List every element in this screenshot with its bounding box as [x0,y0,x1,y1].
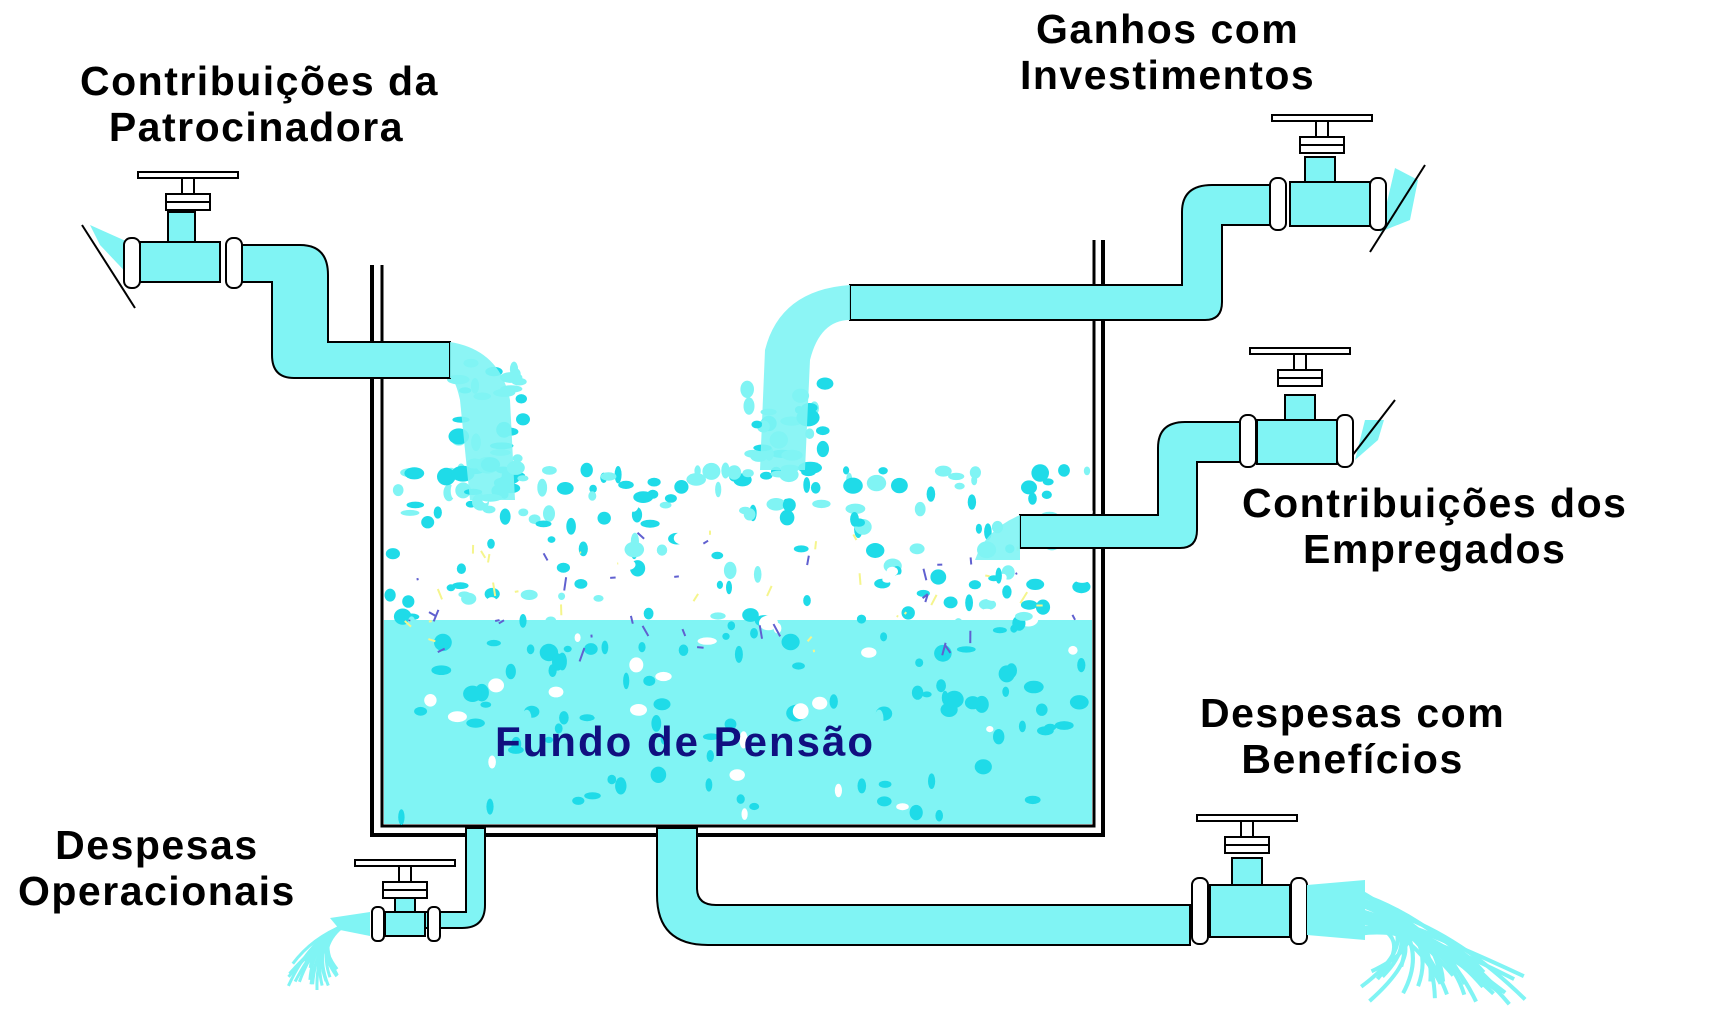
label-investments: Ganhos com Investimentos [1020,6,1316,98]
label-operational: Despesas Operacionais [18,822,296,914]
valve-icon [137,171,239,211]
valve-icon [1249,347,1351,387]
pipe-operational [287,827,486,991]
label-employees: Contribuições dos Empregados [1242,480,1628,572]
label-sponsor: Contribuições da Patrocinadora [80,58,439,150]
label-benefits: Despesas com Benefícios [1200,690,1506,782]
pipe-sponsor [81,171,515,500]
pipe-investments [760,114,1426,470]
valve-icon [354,859,456,899]
pipe-employees [975,347,1396,560]
valve-icon [1271,114,1373,154]
pipe-benefits [656,814,1527,1006]
valve-icon [1196,814,1298,854]
tank-icon [370,240,1105,837]
tank-title: Fundo de Pensão [495,718,876,765]
